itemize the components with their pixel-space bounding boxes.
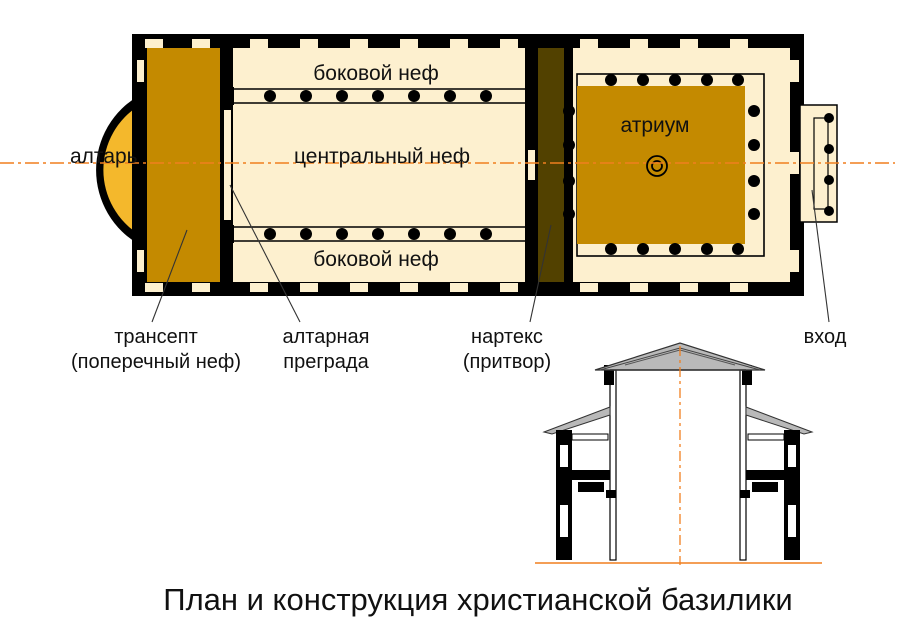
narthex	[538, 48, 564, 282]
atrium-label: атриум	[621, 114, 690, 137]
nave-door	[528, 150, 535, 180]
cross-section	[535, 342, 822, 565]
side-nave-top-label: боковой неф	[313, 62, 439, 85]
narthex-label: нартекс	[471, 326, 543, 348]
altar-barrier-label: алтарная	[283, 326, 370, 348]
diagram-title: План и конструкция христианской базилики	[163, 582, 792, 617]
fountain-icon	[646, 155, 668, 177]
central-nave-label: центральный неф	[294, 145, 470, 168]
transept-sublabel: (поперечный неф)	[71, 351, 241, 373]
side-nave-bottom-label: боковой неф	[313, 248, 439, 271]
transept	[147, 48, 220, 282]
nave-floor	[233, 48, 525, 282]
entrance-label: вход	[804, 326, 847, 348]
altar-barrier	[224, 110, 231, 220]
transept-label: трансепт	[114, 326, 198, 348]
altar-label: алтарь	[70, 145, 138, 168]
atrium-court	[577, 86, 745, 244]
floor-plan: боковой неф центральный неф боковой неф …	[0, 34, 895, 296]
apse-fill	[103, 105, 140, 235]
narthex-sublabel: (притвор)	[463, 351, 551, 373]
colonnade-end	[222, 87, 234, 105]
wall-windows	[137, 39, 799, 292]
colonnades	[233, 88, 525, 242]
colonnade-end	[222, 225, 234, 243]
narthex-wall-right	[564, 48, 573, 282]
altar-barrier-sublabel: преграда	[283, 351, 369, 373]
nave-columns	[264, 90, 492, 240]
porch-columns	[824, 113, 834, 216]
callout-lines	[151, 184, 830, 323]
atrium-columns	[563, 74, 760, 255]
